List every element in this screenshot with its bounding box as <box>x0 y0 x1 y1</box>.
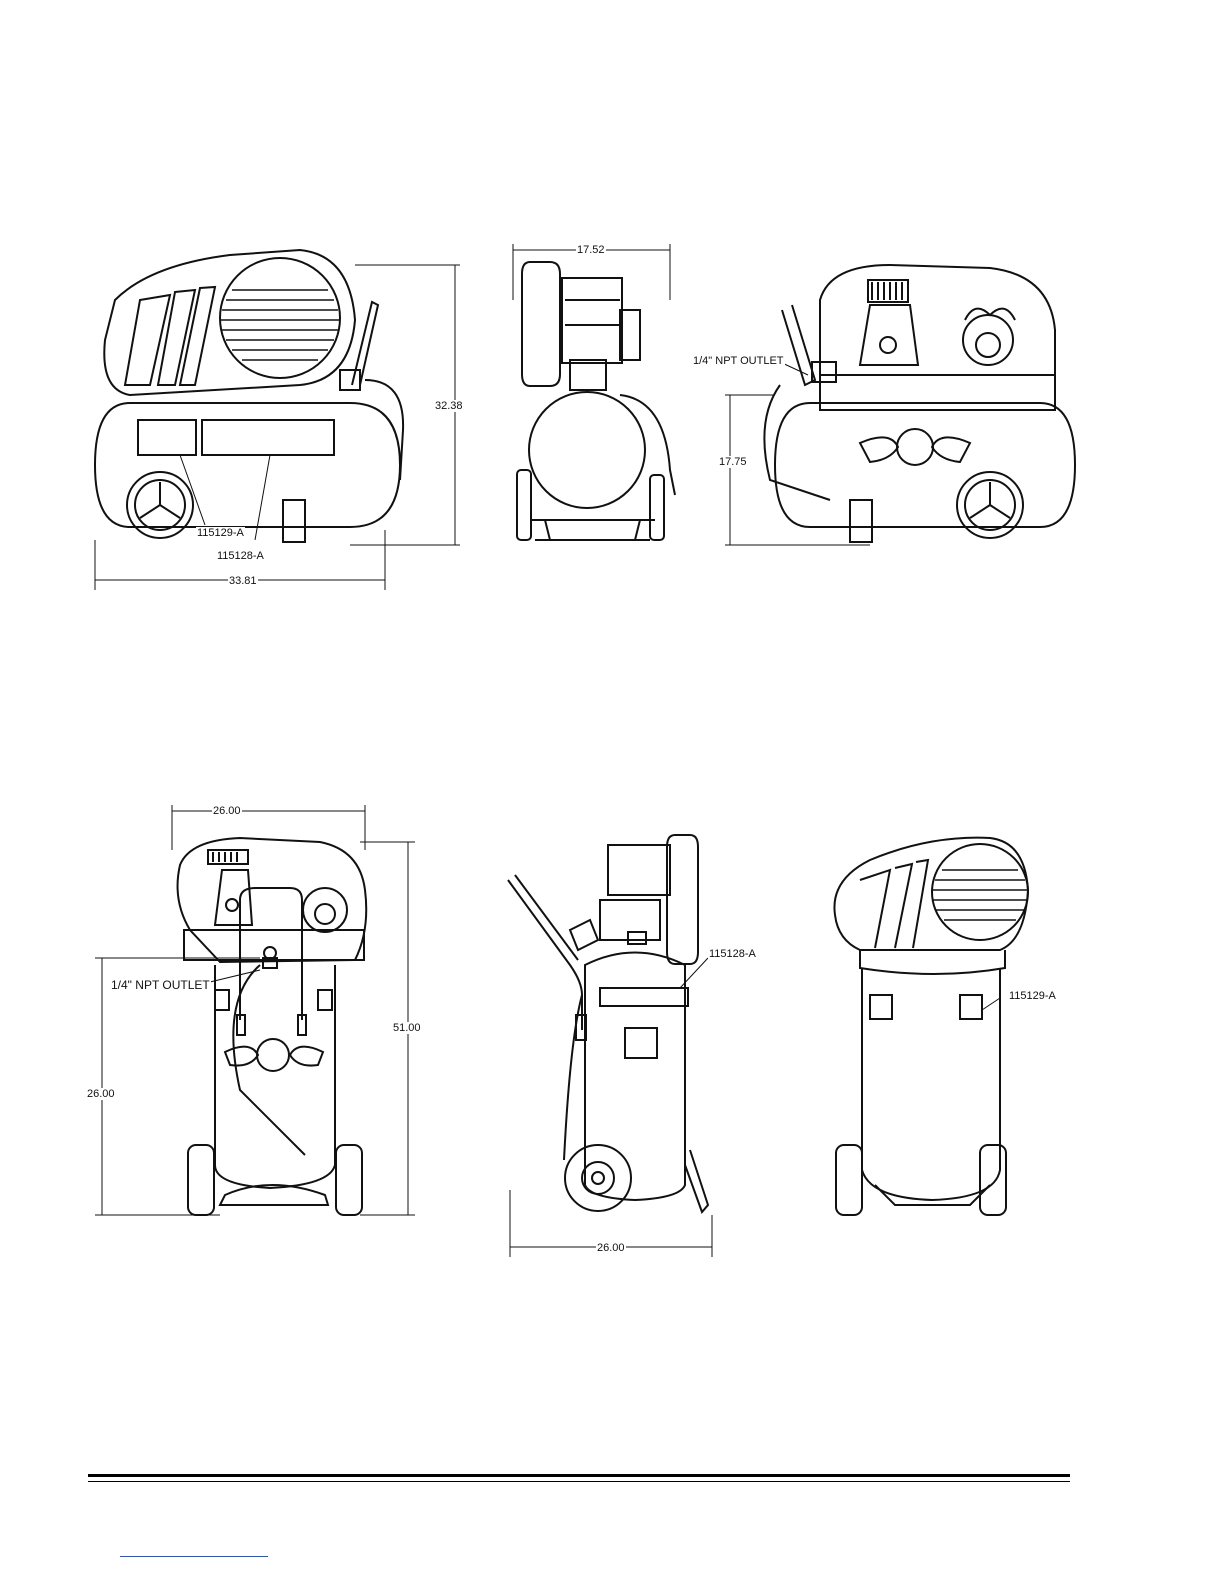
horizontal-rear-view: 1/4" NPT OUTLET 17.75 <box>720 0 1100 620</box>
horizontal-rear-drawing <box>720 0 1100 620</box>
footer-link-underline[interactable] <box>120 1556 268 1557</box>
decal-label-115128: 115128-A <box>216 550 265 562</box>
vertical-front-view: 26.00 1/4" NPT OUTLET 26.00 51.00 <box>80 790 440 1240</box>
vertical-side-view: 115128-A 26.00 <box>490 820 790 1270</box>
dimension-length: 33.81 <box>228 575 258 587</box>
horizontal-end-drawing <box>490 0 720 620</box>
vertical-back-drawing <box>820 820 1080 1240</box>
dimension-width: 17.52 <box>576 244 606 256</box>
horizontal-front-view: 115129-A 115128-A 33.81 32.38 <box>0 0 480 620</box>
decal-label-115129: 115129-A <box>196 527 245 539</box>
vertical-back-view: 115129-A <box>820 820 1080 1240</box>
dimension-outlet-height: 26.00 <box>86 1088 116 1100</box>
dimension-height: 32.38 <box>434 400 464 412</box>
outlet-label: 1/4" NPT OUTLET <box>110 979 211 991</box>
footer-rule-thin <box>88 1481 1070 1482</box>
vertical-side-drawing <box>490 820 790 1270</box>
dimension-height: 51.00 <box>392 1022 422 1034</box>
dimension-width: 26.00 <box>212 805 242 817</box>
dimension-tank-height: 17.75 <box>718 456 748 468</box>
decal-label-115129: 115129-A <box>1008 990 1057 1002</box>
footer-rule-thick <box>88 1474 1070 1477</box>
vertical-front-drawing <box>80 790 440 1240</box>
dimension-depth: 26.00 <box>596 1242 626 1254</box>
decal-label-115128: 115128-A <box>708 948 757 960</box>
outlet-label: 1/4" NPT OUTLET <box>692 355 785 367</box>
horizontal-end-view: 17.52 <box>490 0 720 620</box>
